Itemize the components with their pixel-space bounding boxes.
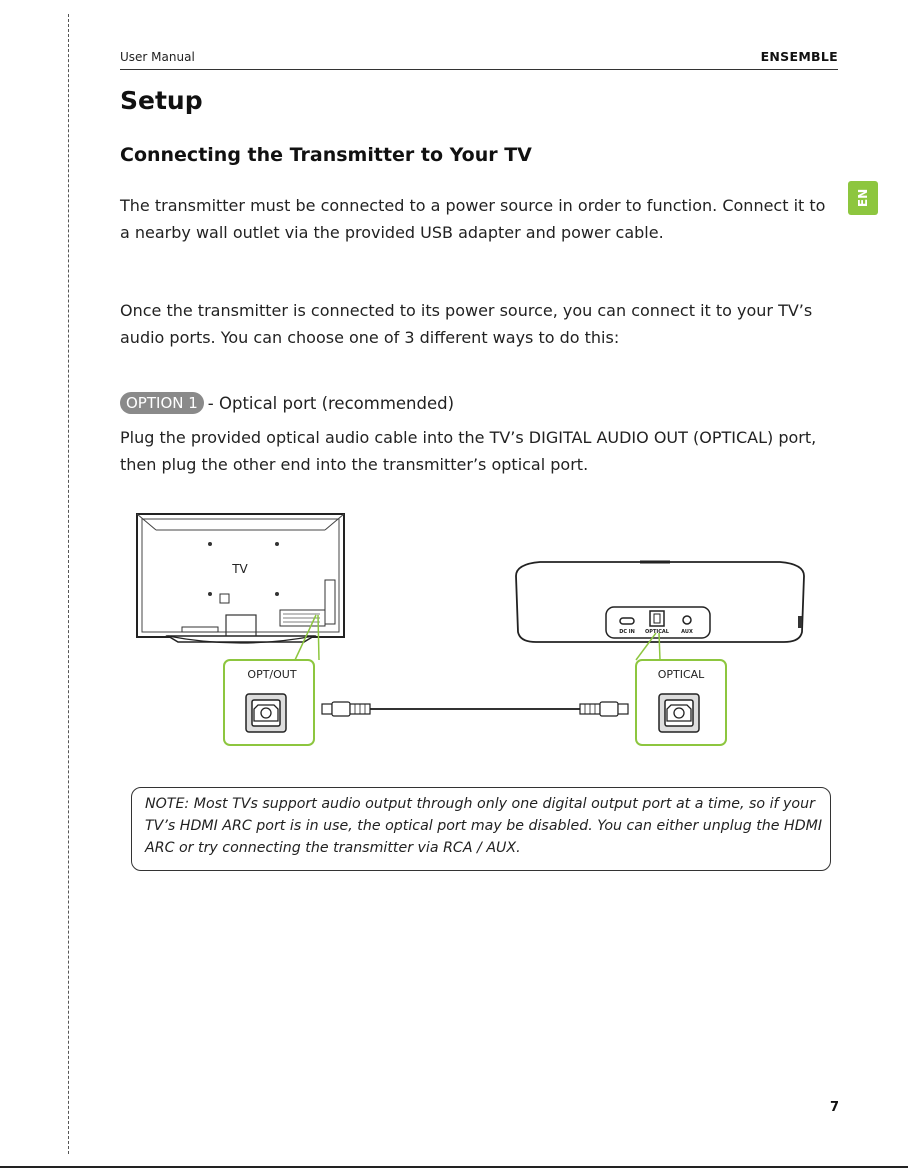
port-optical-label: OPTICAL	[645, 629, 670, 635]
transmitter-optical-callout	[635, 659, 727, 746]
tv-illustration	[136, 513, 345, 644]
option-heading: OPTION 1- Optical port (recommended)	[120, 392, 454, 416]
connection-diagram: TV DC IN OPTICAL AUX OPT/OUT OPTICAL	[136, 513, 805, 746]
transmitter-illustration	[515, 560, 805, 643]
port-aux-label: AUX	[681, 629, 693, 635]
paragraph-power: The transmitter must be connected to a p…	[120, 196, 826, 242]
optical-cable	[321, 701, 629, 717]
note-box: NOTE: Most TVs support audio output thro…	[131, 787, 831, 871]
tv-callout-line	[294, 614, 317, 661]
option-description: Plug the provided optical audio cable in…	[120, 428, 817, 474]
language-tab: EN	[848, 181, 878, 215]
transmitter-callout-line	[635, 632, 657, 661]
section-title: Connecting the Transmitter to Your TV	[120, 144, 532, 166]
tv-callout-line-2	[317, 614, 320, 661]
option-badge: OPTION 1	[120, 392, 204, 414]
language-tab-label: EN	[856, 188, 870, 208]
tv-opt-out-callout	[223, 659, 315, 746]
tv-port-label: OPT/OUT	[247, 668, 296, 681]
header-brand: ENSEMBLE	[760, 49, 838, 64]
port-dc-in-label: DC IN	[619, 629, 635, 635]
header-manual-label: User Manual	[120, 50, 195, 64]
note-text: NOTE: Most TVs support audio output thro…	[145, 796, 823, 856]
transmitter-callout-line-2	[658, 632, 661, 661]
page-header: User Manual ENSEMBLE	[120, 48, 838, 70]
option-title: - Optical port (recommended)	[207, 393, 455, 413]
transmitter-port-label: OPTICAL	[658, 668, 705, 681]
bottom-rule	[0, 1166, 908, 1168]
cut-guide-line	[68, 14, 69, 1154]
page-title: Setup	[120, 86, 203, 115]
tv-label: TV	[231, 562, 248, 576]
paragraph-audio-ports: Once the transmitter is connected to its…	[120, 301, 813, 347]
page-number: 7	[830, 1100, 840, 1115]
